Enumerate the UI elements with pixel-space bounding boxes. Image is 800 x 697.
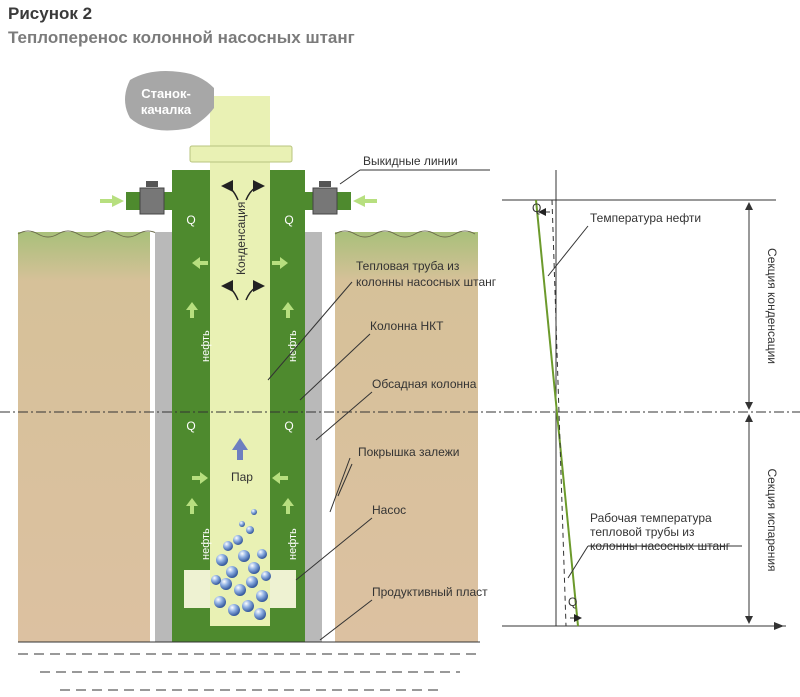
- heat-pipe: [210, 96, 270, 626]
- steam-label: Пар: [231, 470, 253, 484]
- callout-heat-pipe-line1: Тепловая труба из: [356, 259, 460, 273]
- pump-block-left: [184, 570, 210, 608]
- callout-reservoir: Продуктивный пласт: [372, 585, 488, 599]
- steam-arrow: [232, 438, 248, 460]
- heat-q-lower-left: Q: [186, 419, 195, 433]
- callout-tubing: Колонна НКТ: [370, 319, 444, 333]
- pumpjack-label-line1: Станок-: [141, 86, 191, 101]
- wellhead-cap: [189, 145, 293, 163]
- oil-label-lower-right: нефть: [287, 528, 299, 560]
- callout-pump: Насос: [372, 503, 406, 517]
- working-temperature-label-line2: тепловой трубы из: [590, 525, 695, 539]
- condensation-section-label: Секция конденсации: [765, 248, 779, 364]
- callout-caprock: Покрышка залежи: [358, 445, 459, 459]
- pump-block-right: [270, 570, 296, 608]
- casing-left-wall: [155, 232, 172, 642]
- working-temperature-label-line1: Рабочая температура: [590, 511, 712, 525]
- callout-flowlines: Выкидные линии: [363, 154, 458, 168]
- callout-heat-pipe-line2: колонны насосных штанг: [356, 275, 497, 289]
- callout-casing: Обсадная колонна: [372, 377, 477, 391]
- oil-label-lower-left: нефть: [200, 528, 212, 560]
- heat-q-lower-right: Q: [284, 419, 293, 433]
- heat-q-upper-left: Q: [186, 213, 195, 227]
- pumpjack-label-line2: качалка: [141, 102, 192, 117]
- profile-q-bottom: Q: [568, 595, 577, 609]
- condensation-label: Конденсация: [234, 202, 248, 275]
- working-temperature-label-line3: колонны насосных штанг: [590, 539, 731, 553]
- callout-lines: [267, 169, 490, 641]
- reservoir-lines: [18, 653, 480, 691]
- heat-q-upper-right: Q: [284, 213, 293, 227]
- working-temperature-line: [551, 199, 567, 627]
- casing-right-wall: [305, 232, 322, 642]
- steam-bubbles: [211, 509, 271, 620]
- oil-temperature-label: Температура нефти: [590, 211, 701, 225]
- evaporation-section-label: Секция испарения: [765, 468, 779, 571]
- oil-flow-arrows: [186, 257, 294, 514]
- oil-temperature-line: [535, 199, 579, 627]
- condensation-arrows: [221, 180, 265, 301]
- temperature-profile: [502, 170, 786, 630]
- oil-label-upper-left: нефть: [200, 330, 212, 362]
- figure-subtitle: Теплоперенос колонной насосных штанг: [8, 28, 355, 47]
- pumpjack-icon: [125, 71, 214, 131]
- figure-title: Рисунок 2: [8, 4, 93, 23]
- flowline-left: [100, 181, 172, 215]
- profile-q-top: Q: [532, 201, 541, 215]
- flowline-right: [305, 181, 377, 215]
